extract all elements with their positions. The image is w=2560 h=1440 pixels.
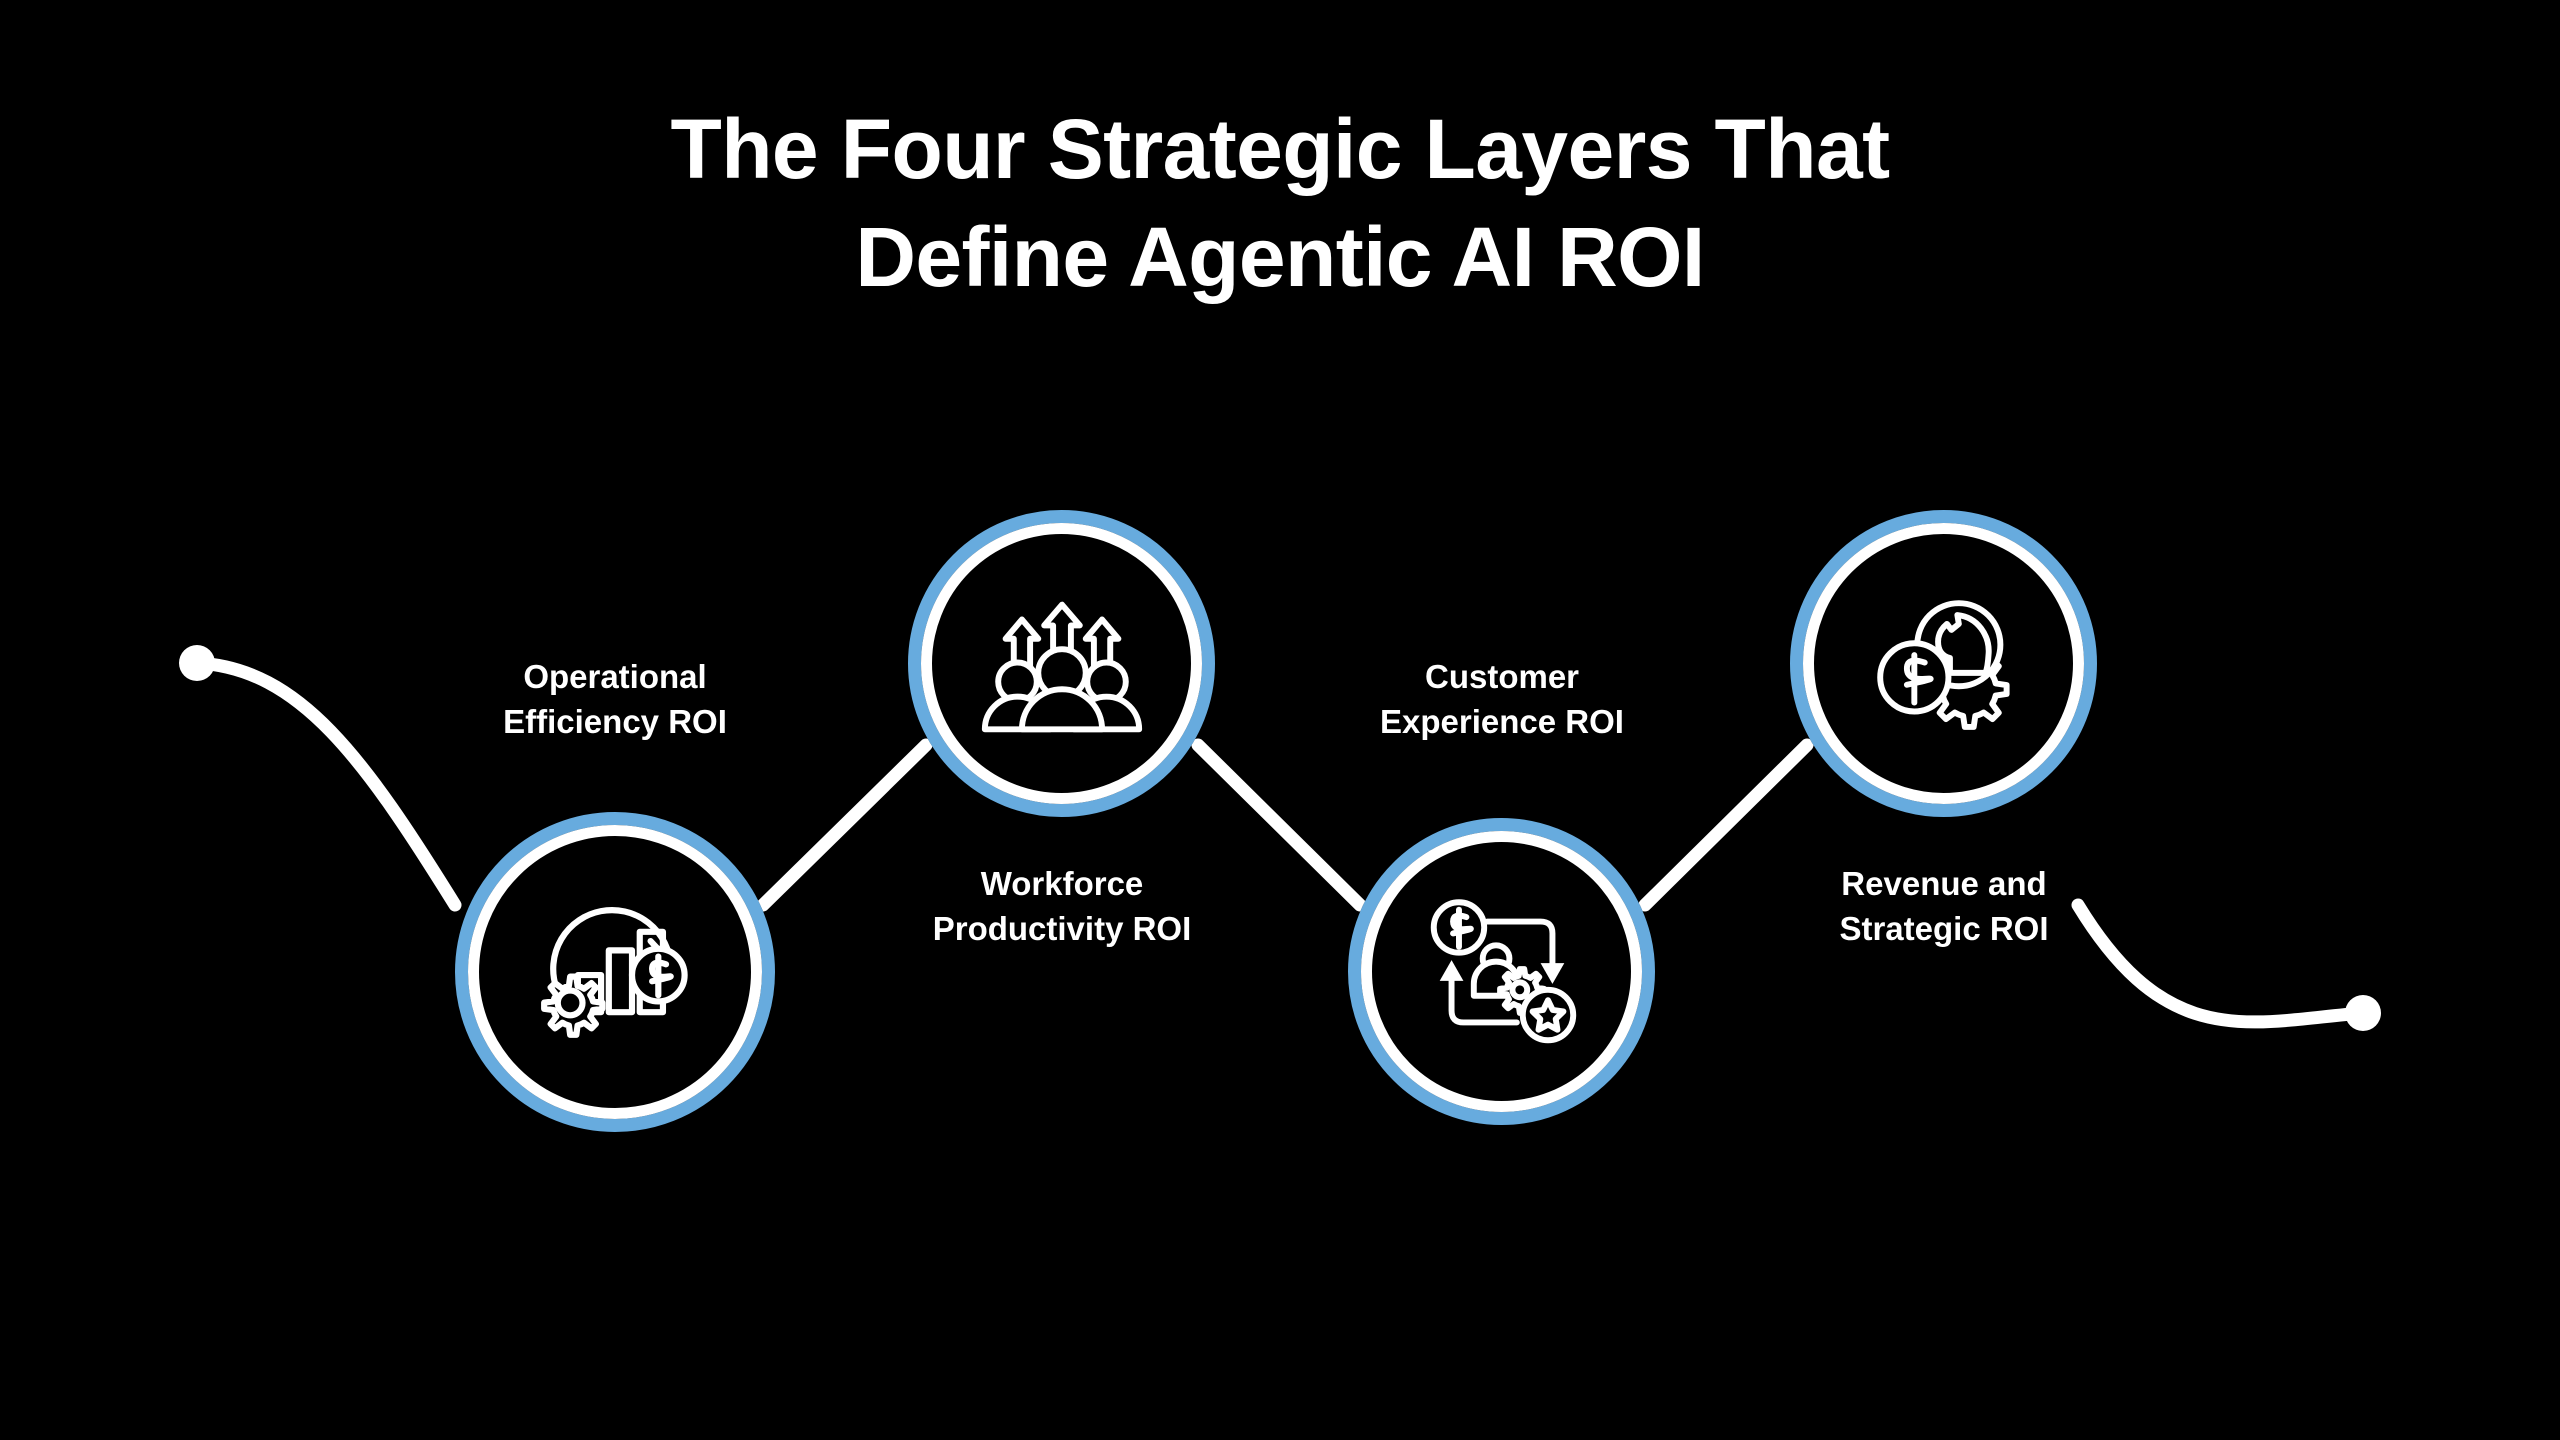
node-inner-ring [468, 825, 762, 1119]
people-growth-arrows-icon [972, 574, 1150, 752]
wave-segment-3-4 [1638, 738, 1814, 912]
node-revenue-strategic[interactable] [1790, 510, 2097, 817]
wave-segment-start [190, 656, 462, 912]
cycle-bar-chart-gear-dollar-icon [522, 879, 708, 1065]
node-customer-experience[interactable] [1348, 818, 1655, 1125]
node-operational-efficiency[interactable] [455, 812, 775, 1132]
wave-segment-1-2 [756, 738, 933, 912]
dollar-person-gear-star-cycle-icon [1412, 882, 1590, 1060]
node-workforce-productivity[interactable] [908, 510, 1215, 817]
wave-segment-2-3 [1191, 738, 1367, 912]
start-dot [179, 645, 215, 681]
wave-segment-end [2071, 898, 2370, 1029]
end-dot [2345, 995, 2381, 1031]
chess-knight-coin-gear-icon [1854, 574, 2032, 752]
